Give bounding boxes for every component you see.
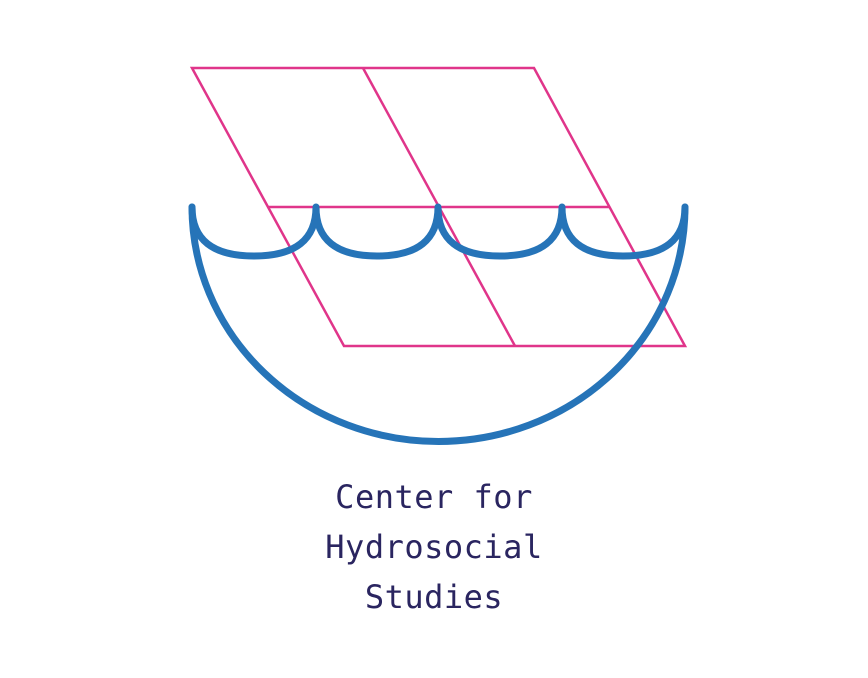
wave-bowl	[188, 203, 689, 445]
name-line-1: Center for	[335, 478, 533, 516]
organization-name: Center for Hydrosocial Studies	[0, 472, 868, 622]
name-line-2: Hydrosocial	[325, 528, 543, 566]
grid-outline	[189, 66, 688, 348]
logo-emblem	[188, 66, 689, 445]
bowl-curve	[188, 203, 689, 445]
name-line-3: Studies	[364, 578, 504, 616]
wave-crests	[188, 203, 689, 260]
